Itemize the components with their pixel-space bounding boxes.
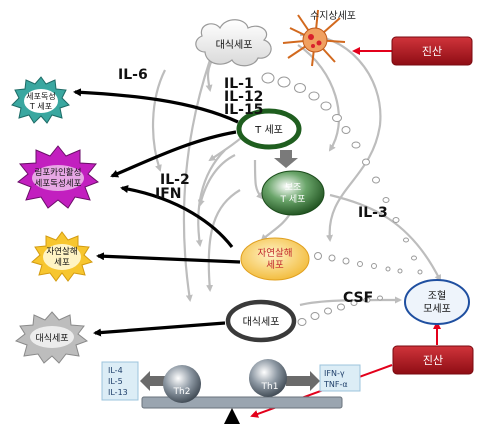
down-arrow xyxy=(274,150,298,168)
dotted-path xyxy=(261,72,423,275)
label-ifn: IFN xyxy=(155,186,182,202)
balance-scale xyxy=(141,396,343,424)
th2-box-line-2: IL-5 xyxy=(108,377,123,386)
dendritic-cell xyxy=(282,9,346,67)
th1-arrow xyxy=(286,371,320,391)
macrophage-out-label: 대식세포 xyxy=(35,333,68,344)
helper-t-cell xyxy=(261,170,325,216)
th2-box-line-1: IL-4 xyxy=(108,366,123,375)
th1-sphere xyxy=(249,359,287,397)
th1-box xyxy=(319,364,361,392)
gray-arrows xyxy=(151,33,441,307)
nk-out-label-2: 세포 xyxy=(54,258,70,268)
nk-label-1: 자연살해 xyxy=(258,247,293,259)
top-red-button[interactable]: 진산 xyxy=(391,36,473,66)
th2-sphere xyxy=(163,365,201,403)
t-cell xyxy=(236,108,302,150)
cytotoxic-t-label-2: T 세포 xyxy=(29,102,52,111)
label-il3: IL-3 xyxy=(358,205,388,221)
black-arrows xyxy=(73,88,241,337)
top-red-button-label: 진산 xyxy=(422,45,442,58)
t-cell-label: T 세포 xyxy=(254,124,283,136)
th2-label: Th2 xyxy=(173,387,191,397)
macrophage-cloud-label: 대식세포 xyxy=(216,39,253,51)
helper-t-label-2: T 세포 xyxy=(280,194,306,205)
dotted-nk-path xyxy=(314,252,403,274)
label-csf: CSF xyxy=(343,290,373,306)
lak-label-1: 림포카인활성 xyxy=(35,167,82,178)
label-il15: IL-15 xyxy=(224,102,263,118)
lak-label-2: 세포독성세포 xyxy=(35,179,82,189)
nk-cell xyxy=(240,237,310,281)
label-il2: IL-2 xyxy=(160,172,190,188)
th2-box-line-3: IL-13 xyxy=(108,388,128,397)
nk-label-2: 세포 xyxy=(266,260,284,271)
nk-out-label-1: 자연살해 xyxy=(46,247,77,257)
bottom-red-button-label: 진산 xyxy=(423,354,443,367)
helper-t-label-1: 보조 xyxy=(285,182,302,193)
th2-box xyxy=(101,361,139,401)
macrophage-ring-label: 대식세포 xyxy=(243,316,280,328)
th1-box-line-1: IFN-γ xyxy=(324,369,345,378)
th1-box-line-2: TNF-α xyxy=(323,380,348,389)
macrophage-cloud xyxy=(195,19,272,67)
hematopoietic-label-2: 모세포 xyxy=(423,303,451,315)
macrophage-ring xyxy=(225,299,297,343)
dotted-macrophage-path xyxy=(297,295,383,326)
bottom-red-button[interactable]: 진산 xyxy=(392,345,474,375)
label-il6: IL-6 xyxy=(118,67,148,83)
dendritic-label: 수지상세포 xyxy=(310,10,356,22)
label-il12: IL-12 xyxy=(224,89,263,105)
hematopoietic-cell xyxy=(404,279,470,325)
label-il1: IL-1 xyxy=(224,76,254,92)
cytotoxic-t-label-1: 세포독성 xyxy=(26,92,55,101)
th1-label: Th1 xyxy=(261,382,279,392)
hematopoietic-label-1: 조혈 xyxy=(428,289,446,302)
